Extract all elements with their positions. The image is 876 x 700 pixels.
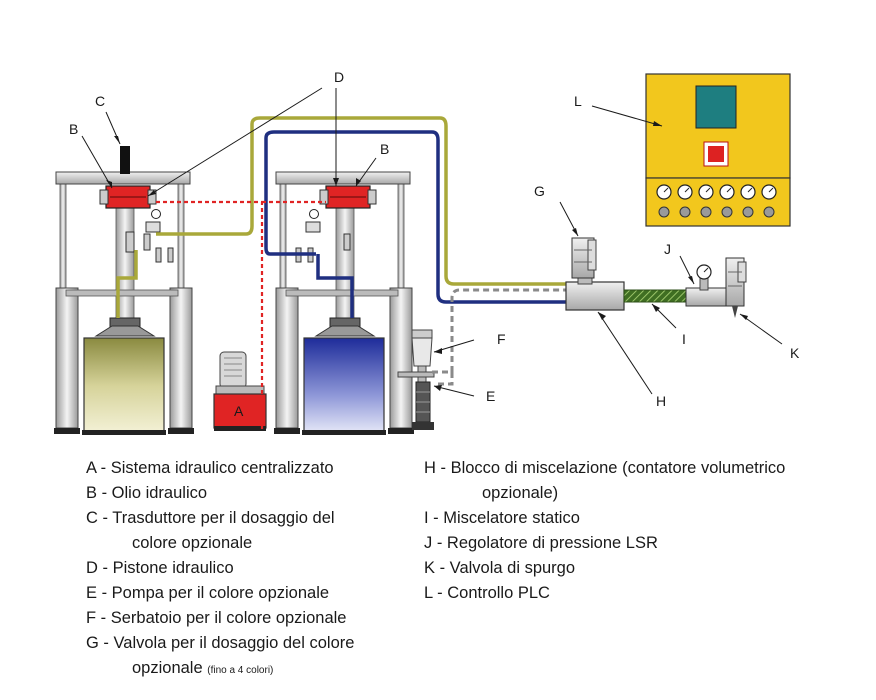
plc-gauge-needle <box>705 187 711 193</box>
drum-blue <box>303 337 385 435</box>
plc-gauge-needle <box>684 187 690 193</box>
left-column <box>55 287 79 429</box>
label-k: K <box>790 345 800 361</box>
mixing-block-h <box>565 275 625 311</box>
purge-valve-k <box>725 257 747 318</box>
plc-gauge-needle <box>747 187 753 193</box>
plc-knob-icon <box>658 206 670 218</box>
label-g: G <box>534 183 545 199</box>
legend-item-g-continued: opzionale (fino a 4 colori) <box>86 656 354 683</box>
legend-item-b: B - Olio idraulico <box>86 484 208 502</box>
legend-item-d: D - Pistone idraulico <box>86 559 234 577</box>
label-j: J <box>664 241 671 257</box>
blue-material-line <box>264 130 568 304</box>
label-b-right: B <box>380 141 389 157</box>
static-mixer-i <box>623 289 687 303</box>
plc-knob-icon <box>742 206 754 218</box>
plc-gauge-needle <box>768 187 774 193</box>
drum-yellow <box>83 337 165 435</box>
leader-arrowheads <box>106 121 748 391</box>
legend-item-j: J - Regolatore di pressione LSR <box>424 534 658 552</box>
plc-knobs <box>658 206 775 218</box>
right-dosing-unit <box>274 171 414 435</box>
plc-knob-icon <box>763 206 775 218</box>
label-i: I <box>682 331 686 347</box>
pressure-regulator-j <box>685 264 727 307</box>
legend-item-h-continued: opzionale) <box>482 484 559 502</box>
color-grey-dashed <box>432 288 568 374</box>
legend-item-e: E - Pompa per il colore opzionale <box>86 584 330 602</box>
label-b-left: B <box>69 121 78 137</box>
label-f: F <box>497 331 506 347</box>
legend-item-i: I - Miscelatore statico <box>424 509 580 527</box>
yellow-material-line <box>156 116 568 286</box>
legend-item-l: L - Controllo PLC <box>424 584 550 602</box>
legend-item-g: G - Valvola per il dosaggio del colore <box>86 634 355 652</box>
label-l: L <box>574 93 582 109</box>
legend-item-f: F - Serbatoio per il colore opzionale <box>86 609 347 627</box>
left-dosing-unit <box>54 146 194 435</box>
plc-gauge-needle <box>663 187 669 193</box>
transducer-c <box>120 146 130 174</box>
legend-item-a: A - Sistema idraulico centralizzato <box>86 459 334 477</box>
plc-knob-icon <box>700 206 712 218</box>
legend-item-c: C - Trasduttore per il dosaggio del <box>86 509 335 527</box>
plc-gauge-needle <box>726 187 732 193</box>
color-dosing-valve-g <box>571 237 597 279</box>
label-d: D <box>334 69 344 85</box>
legend-item-c-continued: colore opzionale <box>132 534 253 552</box>
legend-item-k: K - Valvola di spurgo <box>424 559 576 577</box>
plc-knob-icon <box>721 206 733 218</box>
color-tank-and-pump <box>397 329 435 430</box>
plc-screen <box>695 85 737 129</box>
label-h: H <box>656 393 666 409</box>
system-schematic: B C D B A G F E H I J K L <box>54 69 800 435</box>
label-c: C <box>95 93 105 109</box>
color-tank-f <box>411 337 433 367</box>
legend-right: H - Blocco di miscelazione (contatore vo… <box>424 456 785 606</box>
legend-item-h: H - Blocco di miscelazione (contatore vo… <box>424 459 786 477</box>
right-column <box>169 287 193 429</box>
plc-controller-l <box>645 73 791 227</box>
hydraulic-red-dashed <box>156 200 326 430</box>
plc-knob-icon <box>679 206 691 218</box>
plc-gauges <box>656 184 777 200</box>
legend-item-g-note: (fino a 4 colori) <box>207 665 274 676</box>
label-e: E <box>486 388 495 404</box>
legend-item-g-cont-text: opzionale <box>132 659 203 677</box>
label-a: A <box>234 403 244 419</box>
hydraulic-power-unit-a <box>213 351 267 431</box>
legend-left: A - Sistema idraulico centralizzato B - … <box>86 456 354 683</box>
